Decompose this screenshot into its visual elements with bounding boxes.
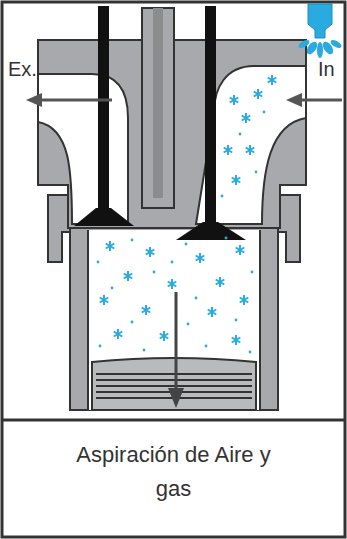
caption: Aspiración de Aire y gas (60, 438, 287, 506)
flange (48, 195, 70, 262)
flow-arrow (26, 93, 112, 107)
intake-valve-stem (205, 6, 216, 228)
cylinder-block (70, 228, 278, 410)
injector (308, 4, 332, 38)
intake-valve-head (176, 222, 246, 240)
flange (278, 195, 300, 262)
port-label: Ex. (8, 58, 37, 80)
port-label: In (318, 58, 335, 80)
cylinder-bore (88, 230, 260, 410)
spark-plug (142, 8, 174, 208)
flow-arrow (286, 93, 342, 107)
bore-wall (259, 230, 261, 410)
exhaust-valve-head (74, 208, 134, 226)
bore-wall (87, 230, 89, 410)
piston (92, 358, 256, 410)
spark-plug-core (153, 8, 163, 198)
divider (2, 419, 345, 422)
fuel-spray (297, 38, 342, 58)
mixture-dots (97, 111, 266, 354)
motion-arrow (168, 292, 184, 408)
mixture-particles (100, 75, 277, 345)
exhaust-valve-stem (98, 6, 109, 212)
exhaust-port (38, 74, 128, 224)
